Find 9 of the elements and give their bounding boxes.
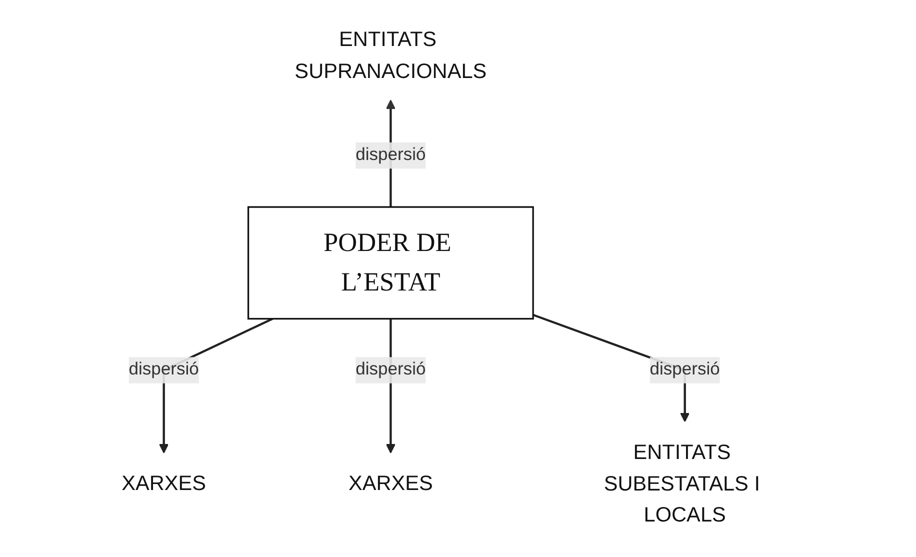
node-box: PODER DE L’ESTAT	[247, 206, 534, 320]
node-text: ENTITATS SUPRANACIONALS	[294, 28, 487, 83]
edge-label: dispersió	[356, 146, 426, 164]
node-text: XARXES	[122, 472, 206, 496]
edge-label: dispersió	[128, 360, 199, 379]
edge-label: dispersió	[356, 360, 426, 379]
node-text: XARXES	[348, 472, 433, 496]
node-text: ENTITATS SUBESTATALS I LOCALS	[604, 441, 760, 527]
edge-label: dispersió	[650, 360, 720, 379]
